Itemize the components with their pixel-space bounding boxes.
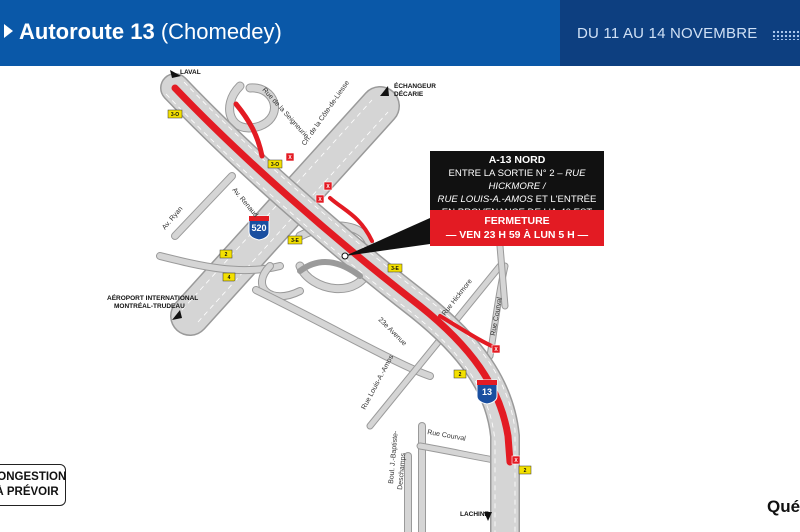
callout-pointer (345, 218, 430, 256)
closure-time-box: FERMETURE — VEN 23 H 59 À LUN 5 H — (430, 210, 604, 246)
svg-text:X: X (494, 347, 498, 353)
svg-text:4: 4 (228, 275, 231, 281)
arrow-laval-icon (170, 70, 181, 78)
header-date-panel (560, 0, 800, 66)
closure-time: — VEN 23 H 59 À LUN 5 H — (445, 229, 589, 241)
svg-text:X: X (514, 458, 518, 464)
callout-target (341, 252, 349, 260)
closure-markers: X X X X X (285, 152, 521, 465)
exit-badges: 3-O 3-O 3-E 2 4 3-E 2 2 (167, 109, 532, 475)
congestion-line1: CONGESTION (0, 471, 67, 483)
svg-text:23e Avenue: 23e Avenue (377, 316, 408, 347)
place-labels: LAVAL ÉCHANGEUR DÉCARIE AÉROPORT INTERNA… (107, 69, 492, 521)
svg-text:MONTRÉAL-TRUDEAU: MONTRÉAL-TRUDEAU (114, 301, 185, 310)
svg-text:2: 2 (524, 468, 527, 474)
svg-text:3-O: 3-O (271, 162, 279, 168)
svg-text:X: X (288, 155, 292, 161)
callout-title: A-13 NORD (488, 154, 546, 166)
page-title: Autoroute 13 (Chomedey) (4, 19, 282, 45)
play-arrow-icon (4, 24, 13, 38)
closure-callout: A-13 NORD ENTRE LA SORTIE N° 2 – RUE HIC… (430, 151, 604, 218)
svg-text:2: 2 (459, 372, 462, 378)
svg-text:Rue de la Seigneurie: Rue de la Seigneurie (261, 87, 310, 140)
header-banner (0, 0, 800, 66)
closure-title: FERMETURE (484, 215, 550, 227)
svg-text:LAVAL: LAVAL (180, 69, 201, 76)
svg-text:Rue Courval: Rue Courval (427, 429, 467, 443)
svg-text:ÉCHANGEUR: ÉCHANGEUR (394, 81, 436, 90)
dotted-pattern-icon (772, 30, 800, 40)
title-sub: (Chomedey) (160, 19, 282, 44)
arrow-lachine-icon (484, 512, 492, 521)
svg-text:DÉCARIE: DÉCARIE (394, 89, 424, 98)
congestion-line2: À PRÉVOIR (0, 486, 59, 498)
svg-text:13: 13 (482, 387, 492, 397)
callout-line2: RUE LOUIS-A.-AMOS ET L'ENTRÉE (437, 194, 597, 205)
svg-text:AÉROPORT INTERNATIONAL: AÉROPORT INTERNATIONAL (107, 293, 198, 302)
a13-shield-icon: 13 (476, 379, 498, 405)
ramp (297, 258, 363, 279)
arrow-airport-icon (172, 310, 182, 320)
svg-text:Rue Hickmore: Rue Hickmore (441, 278, 474, 317)
svg-text:Rue Courval: Rue Courval (490, 296, 504, 336)
svg-text:X: X (326, 184, 330, 190)
svg-text:Boul. J.-Baptiste-: Boul. J.-Baptiste- (388, 430, 400, 484)
svg-text:LACHINE: LACHINE (460, 511, 490, 518)
svg-text:520: 520 (251, 223, 266, 233)
arrow-decarie-icon (380, 86, 389, 96)
svg-text:2: 2 (225, 252, 228, 258)
date-range: DU 11 AU 14 NOVEMBRE (577, 25, 758, 42)
callout-line1: ENTRE LA SORTIE N° 2 – RUE HICKMORE / (448, 168, 586, 192)
a520-shield-icon: 520 (248, 215, 270, 241)
svg-text:Deschamps: Deschamps (397, 452, 407, 490)
svg-text:X: X (318, 197, 322, 203)
svg-text:Av. Renaud: Av. Renaud (230, 187, 259, 219)
svg-text:3-O: 3-O (171, 112, 179, 118)
svg-text:3-E: 3-E (291, 238, 299, 244)
svg-text:3-E: 3-E (391, 266, 399, 272)
road-map: .edge { fill:none; stroke:#9a9a9a; strok… (107, 69, 532, 532)
congestion-notice: CONGESTION À PRÉVOIR (0, 464, 66, 506)
title-main: Autoroute 13 (19, 19, 155, 44)
quebec-logo: Qué (767, 497, 800, 516)
